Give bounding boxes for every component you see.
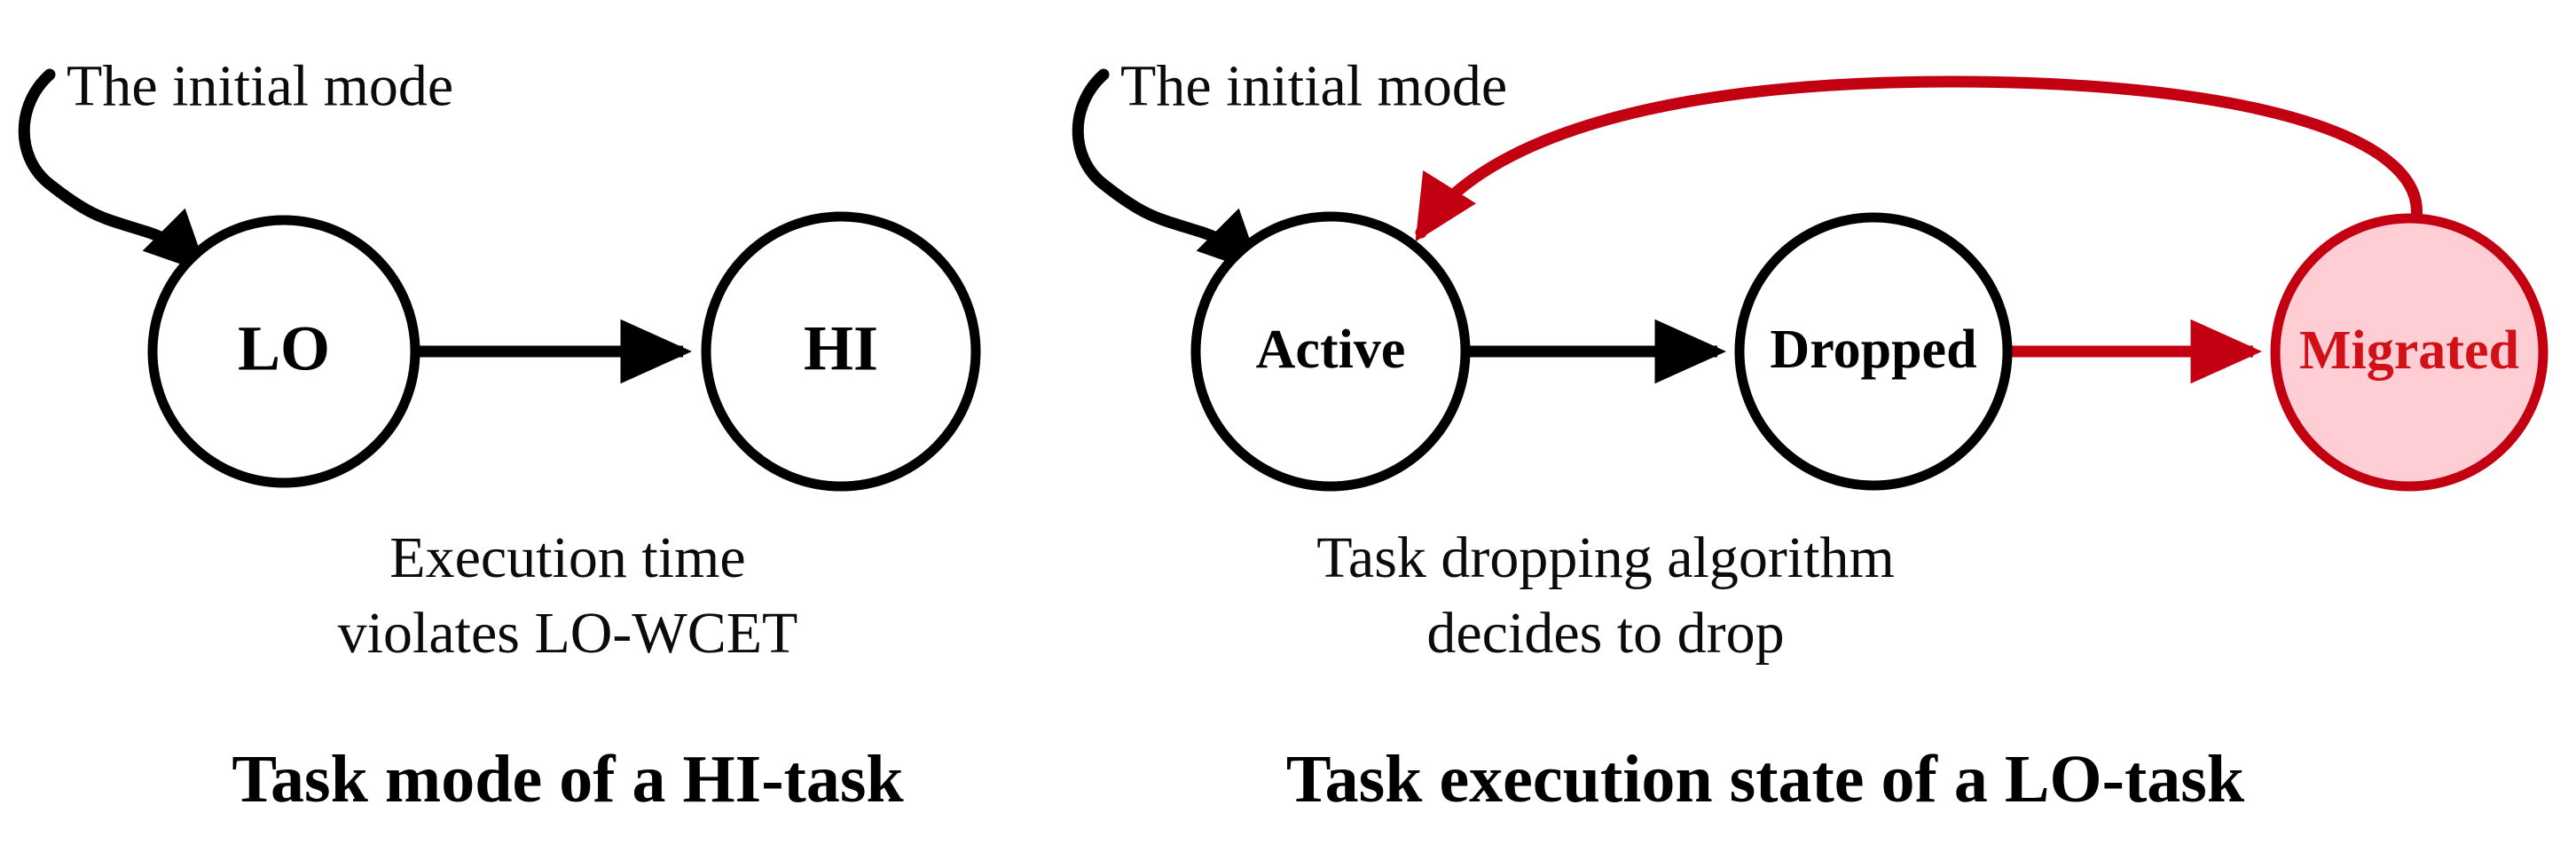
node-migrated-circle[interactable] xyxy=(2270,213,2549,492)
initial-mode-label-right: The initial mode xyxy=(1120,53,1507,118)
transition-label-right-line2: decides to drop xyxy=(1426,601,1784,666)
transition-label-left-line2: violates LO-WCET xyxy=(338,601,798,666)
node-active-circle[interactable] xyxy=(1190,211,1471,492)
node-hi-label: HI xyxy=(804,313,878,384)
transition-label-left-line1: Execution time xyxy=(389,525,745,590)
node-dropped-circle[interactable] xyxy=(1734,212,2013,491)
node-migrated[interactable]: Migrated xyxy=(2270,213,2549,492)
initial-mode-arrow-right xyxy=(1072,68,1262,274)
node-active[interactable]: Active xyxy=(1190,211,1471,492)
node-lo[interactable]: LO xyxy=(147,215,420,488)
node-lo-circle[interactable] xyxy=(147,215,420,488)
panel-right: The initial mode Active Dropped Migrated xyxy=(1072,53,2549,816)
panel-left: The initial mode LO HI Execution time vi… xyxy=(18,53,981,816)
node-dropped[interactable]: Dropped xyxy=(1734,212,2013,491)
caption-right: Task execution state of a LO-task xyxy=(1286,742,2245,816)
node-hi[interactable]: HI xyxy=(701,211,981,492)
initial-mode-arrow-left xyxy=(18,68,208,274)
edge-migrated-to-active xyxy=(1415,75,2423,242)
node-dropped-label: Dropped xyxy=(1770,320,1976,380)
node-lo-label: LO xyxy=(238,313,330,384)
caption-left: Task mode of a HI-task xyxy=(232,742,904,816)
transition-label-right-line1: Task dropping algorithm xyxy=(1316,525,1895,590)
node-active-label: Active xyxy=(1256,320,1406,380)
node-migrated-label: Migrated xyxy=(2299,320,2519,381)
node-hi-circle[interactable] xyxy=(701,211,981,492)
initial-mode-label-left: The initial mode xyxy=(67,53,453,118)
